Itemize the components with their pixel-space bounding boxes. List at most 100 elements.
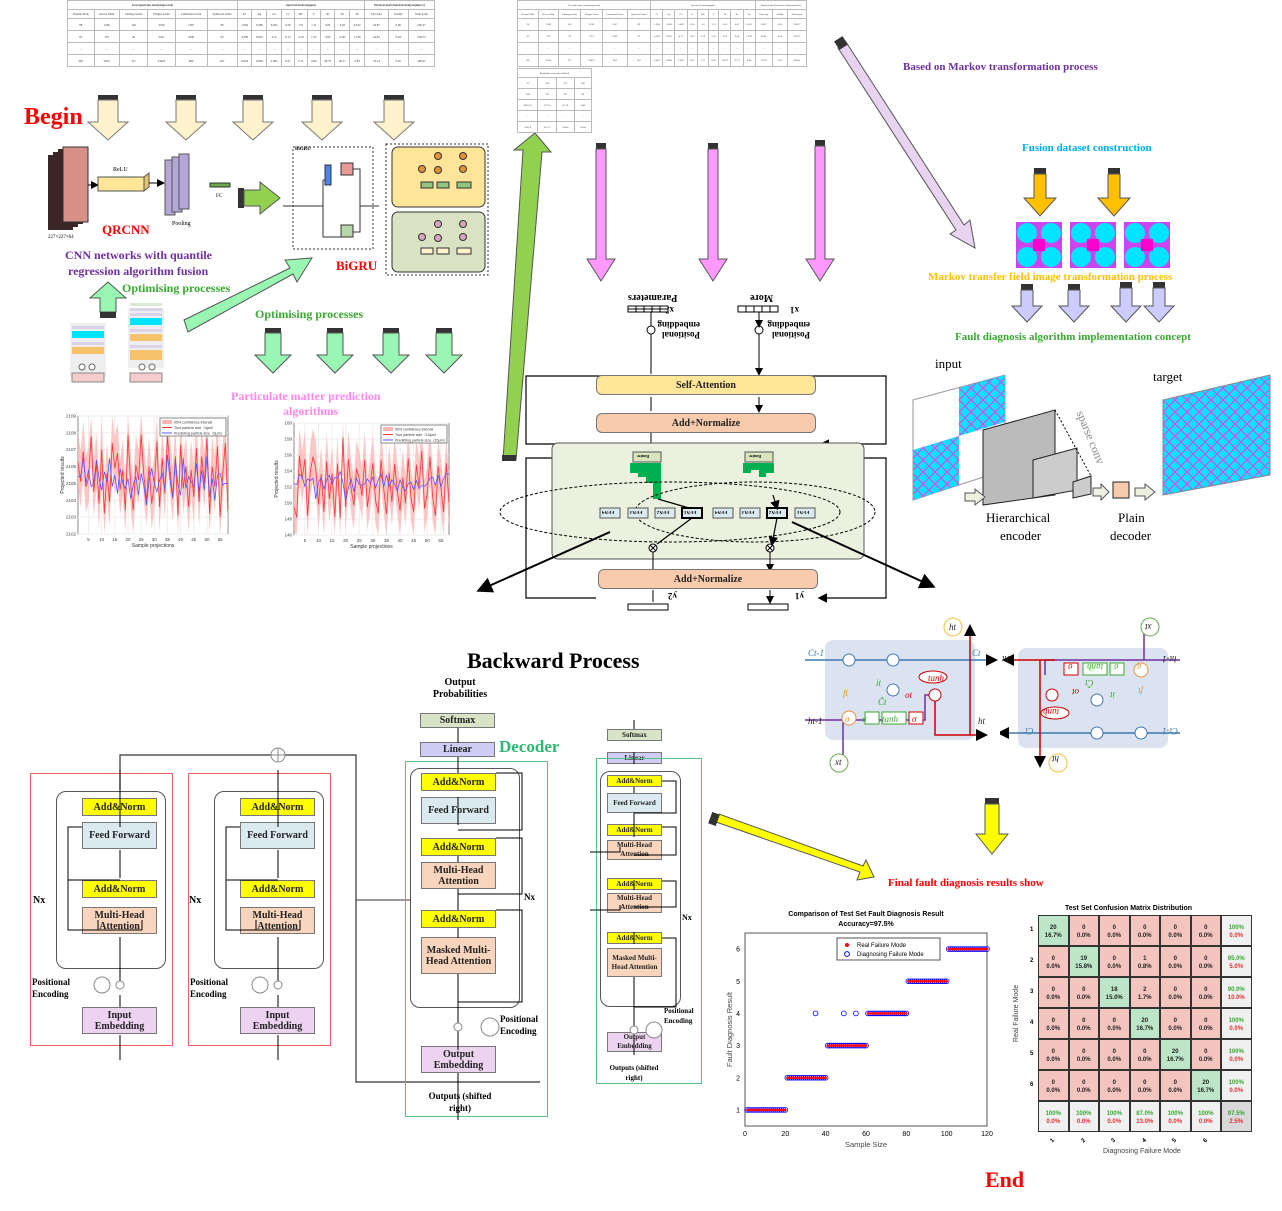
real-point [761,1108,765,1112]
table-cell: 4.309 [236,30,253,43]
column-summary-cell: 87.0%13.0% [1129,1101,1160,1132]
legend-swatch [162,420,172,424]
table-cell: 11583 [573,121,593,133]
table-cell: 24.81 [364,30,389,43]
table-cell: 0.658 [662,54,676,67]
table-cell: 2351 [580,30,603,43]
real-point [890,1012,894,1015]
table-cell: 267 [206,54,238,67]
multi-head-attention-block: Multi-Head Attention [421,862,496,889]
real-point [794,1076,797,1080]
lstm-b-label-c-next: Ct [1025,726,1034,736]
lstm-b-label-f: ft [1138,686,1144,696]
column-summary-cell: 100%0.0% [1190,1101,1221,1132]
table-cell: 317 [557,54,582,67]
legend-label: 95% confidence interval [174,421,212,425]
column-header: Normal Slide [67,9,95,19]
real-point [804,1076,807,1080]
real-point [820,1076,823,1080]
column-header: Cu [266,9,283,19]
table-cell: 1099 [174,30,208,43]
column-header: Zn [730,9,744,19]
x-tick-label: 10 [316,538,322,543]
yellow-arrow-down [974,798,1010,855]
table-cell: 0.06 [387,18,409,31]
real-point [901,1012,904,1015]
green-arrow-right [238,180,281,216]
table-cell: 269.41 [407,54,436,67]
series-line-predicted [78,454,228,506]
table-cell: 4.75 [674,30,688,43]
add-normalize-block-2: Add+Normalize [598,569,818,589]
table-cell: 162 [557,18,582,31]
column-header: Mo [697,9,709,19]
y-tick-label: 2103 [66,515,77,520]
x-tick-label: 30 [152,537,158,542]
table-cell: ... [771,42,788,55]
orange-arrow-down-1 [1022,168,1058,217]
pooling-layers [164,153,190,216]
y-tick-label: 154 [284,469,292,474]
lstm-b-tanh: tanh [1087,662,1104,672]
particulate-label-2: algorithms [283,404,339,418]
real-point [874,1012,878,1015]
x-tick-label: 0 [743,1131,747,1138]
table-cell: 1.994 [650,18,664,31]
table-cell: ... [742,42,756,55]
real-point [911,979,914,983]
plot-area [744,932,988,1127]
add-norm-block: Add&Norm [421,910,496,928]
qrcnn-description-2: regression algorithm fusion [68,264,209,278]
real-point [790,1076,793,1080]
real-point [848,1044,852,1047]
y-tick-label: 158 [284,437,292,442]
real-point [806,1076,809,1080]
cnn-input-feature-maps [48,146,89,230]
table-cell: 23.14 [754,54,773,67]
markov-based-label: Based on Markov transformation process [903,61,1098,73]
table-cell: 0.586 [251,18,268,31]
table-cell: 38.79 [319,54,336,67]
table-cell: ... [718,42,732,55]
column-header: Zn [334,9,351,19]
legend-label: Real Failure Mode [857,943,907,949]
confidence-interval-band [294,423,449,535]
pink-arrow-down-1 [586,143,616,282]
chart-title: Comparison of Test Set Fault Diagnosis R… [788,911,944,918]
real-point [967,947,971,951]
column-header: Fe [650,9,664,19]
table-cell: 2.11 [697,54,709,67]
real-point [870,1012,874,1015]
y-tick-label: 5 [736,979,740,986]
legend-label: Predicting particle size（5μm） [174,431,224,436]
x-tick-label: 35 [384,538,390,543]
real-point [792,1076,795,1080]
table-cell: ... [364,42,389,55]
y-tick-label: 2107 [66,447,77,452]
fc-label: FC [216,194,223,199]
sparse-conv-diagram [912,374,1271,507]
table-cell: 95 [626,30,652,43]
optimising-label-1: Optimising processes [122,281,231,295]
table-cell: 33425 [147,54,176,67]
real-point [767,1108,771,1112]
table-cell: 198 [516,88,539,100]
table-cell: 4.79 [697,30,709,43]
legend-swatch-real [845,943,849,947]
row-summary-cell: 100%0.0% [1221,1008,1252,1039]
table-cell: 1099 [601,30,628,43]
table-cell: 0.80 [306,54,321,67]
lstm-label-x: xt [835,757,842,767]
column-header: Fatigue Grain [147,9,176,19]
table-cell: 236.37 [407,18,436,31]
pink-arrow-down-3 [805,140,835,282]
table-cell: 89 [626,18,652,31]
fault-concept-label: Fault diagnosis algorithm implementation… [955,331,1191,343]
table-cell: 98 [573,88,593,100]
x-tick-label: 25 [357,538,363,543]
